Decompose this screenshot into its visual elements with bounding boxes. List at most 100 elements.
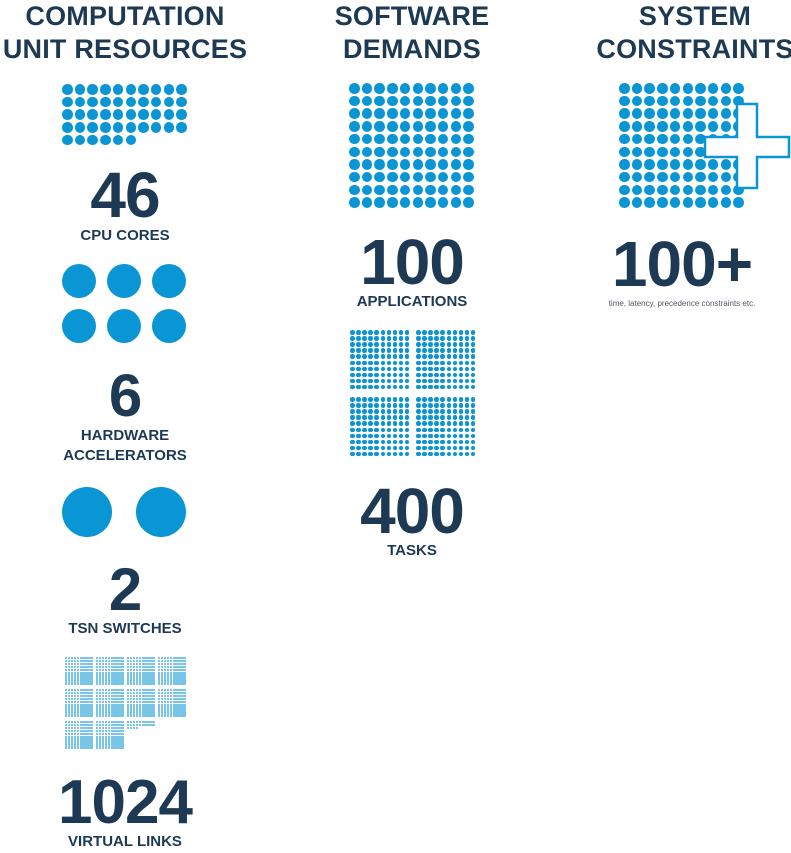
dot	[73, 732, 77, 735]
dot	[446, 366, 452, 372]
dot	[464, 409, 470, 414]
dot	[79, 683, 82, 686]
dot	[434, 330, 439, 335]
dot	[74, 109, 86, 120]
dot	[150, 689, 153, 692]
dot	[135, 668, 139, 671]
dot	[110, 715, 113, 718]
dot	[88, 741, 91, 744]
dot	[116, 697, 119, 701]
dot	[67, 674, 71, 677]
dot	[113, 732, 116, 735]
dot	[76, 706, 79, 709]
dot	[374, 433, 379, 439]
dot	[631, 108, 643, 119]
dot	[446, 397, 452, 402]
dot	[100, 122, 111, 133]
dot	[425, 197, 436, 208]
dot	[82, 741, 85, 744]
dot	[100, 109, 111, 120]
dot	[368, 397, 373, 402]
dot	[104, 691, 108, 695]
dot	[98, 665, 102, 669]
dot	[101, 729, 105, 733]
dot	[470, 354, 476, 359]
dot	[386, 372, 392, 378]
dot	[116, 694, 119, 698]
dot	[67, 706, 71, 709]
dot	[181, 689, 184, 692]
dot	[91, 659, 94, 663]
dot	[181, 662, 184, 666]
dot	[362, 342, 367, 347]
dot	[425, 159, 436, 170]
dot	[70, 659, 74, 663]
dot	[374, 378, 379, 384]
dot	[144, 703, 147, 706]
dot	[425, 108, 436, 119]
dot	[682, 197, 693, 208]
dot	[428, 348, 433, 353]
dot	[85, 723, 88, 727]
dot	[79, 732, 82, 735]
dot	[386, 348, 392, 353]
dot	[110, 691, 113, 695]
dot	[178, 715, 181, 718]
dot	[169, 691, 172, 695]
dot	[446, 439, 452, 445]
dot	[138, 122, 149, 133]
dot	[127, 674, 130, 677]
dot	[79, 665, 82, 669]
dot	[76, 735, 79, 738]
dot	[101, 721, 105, 724]
dot	[399, 108, 411, 119]
dot	[428, 372, 433, 378]
dot	[127, 715, 130, 718]
dot	[91, 665, 94, 669]
dot	[350, 421, 355, 426]
dot	[386, 433, 392, 439]
dot	[73, 665, 77, 669]
dot	[452, 342, 458, 347]
dot	[91, 715, 94, 718]
dot	[362, 354, 367, 359]
dot	[129, 709, 133, 712]
dot	[657, 184, 668, 196]
tasks-value: 400	[360, 475, 465, 547]
dot	[720, 121, 732, 132]
dot	[163, 703, 167, 706]
dot	[113, 709, 116, 712]
dot	[65, 671, 68, 674]
dot	[147, 665, 150, 669]
dot	[113, 729, 116, 733]
dot	[132, 712, 136, 715]
dot	[404, 354, 410, 359]
dot	[657, 159, 668, 170]
dot	[464, 384, 470, 390]
dot	[631, 133, 643, 145]
dot	[62, 122, 73, 133]
dot	[107, 744, 110, 747]
dot	[166, 689, 170, 692]
dot	[422, 445, 427, 451]
dot	[110, 732, 113, 735]
dot	[147, 694, 150, 698]
dot	[695, 121, 706, 132]
dot	[129, 674, 133, 677]
dot	[67, 691, 71, 695]
dot	[73, 677, 77, 680]
dot	[398, 372, 404, 378]
dot	[707, 184, 719, 196]
dot	[73, 729, 77, 733]
dot	[428, 439, 433, 445]
dot	[88, 723, 91, 727]
dot	[669, 121, 681, 132]
dot	[158, 668, 161, 671]
dot	[96, 735, 99, 738]
dot	[175, 659, 178, 663]
dot	[73, 680, 77, 683]
dot	[132, 723, 136, 727]
dot	[392, 354, 398, 359]
dot	[107, 732, 110, 735]
dot	[73, 726, 77, 730]
